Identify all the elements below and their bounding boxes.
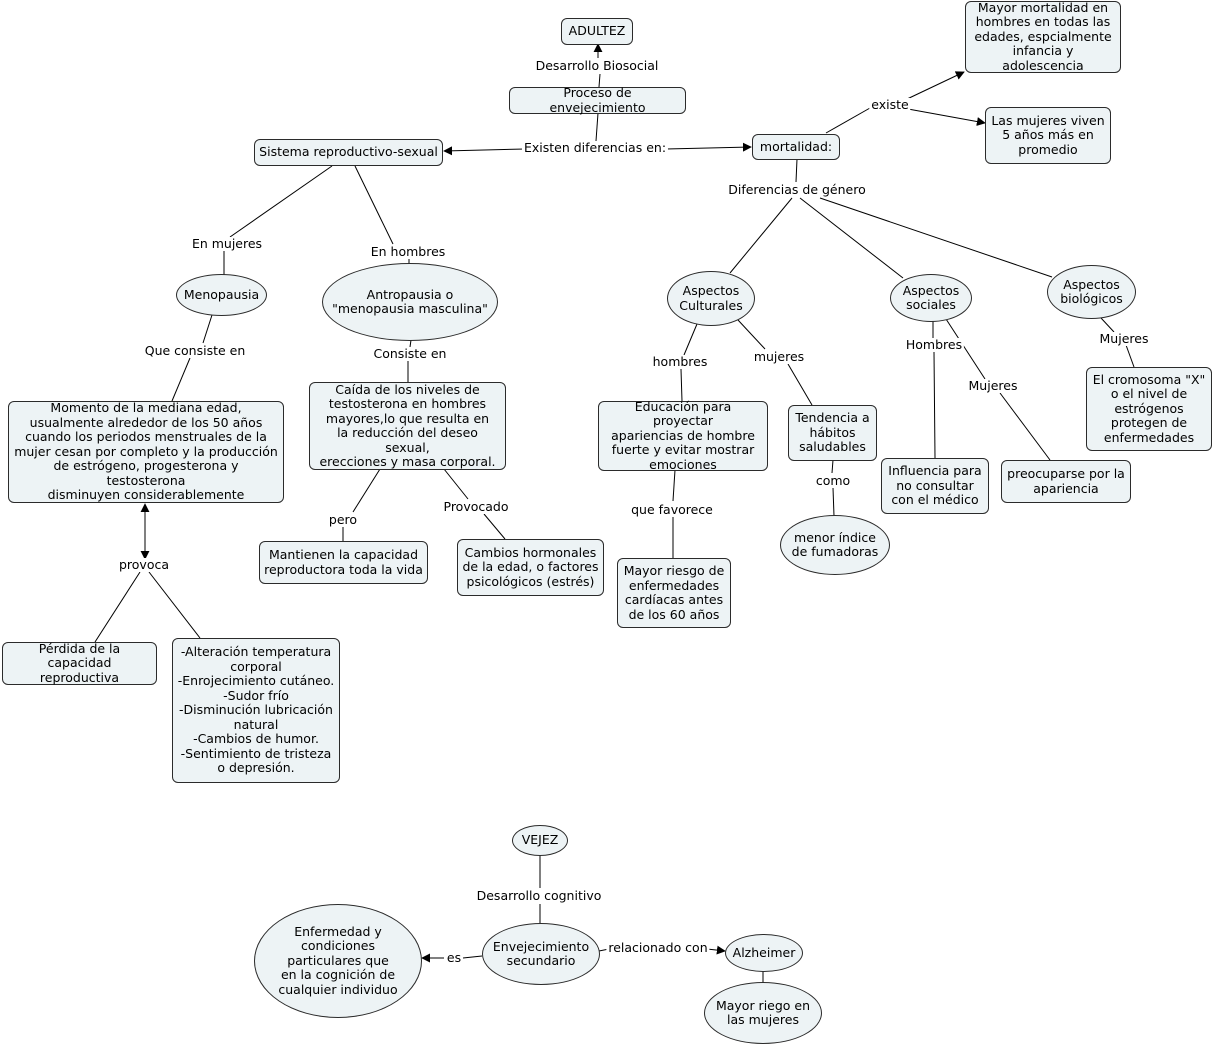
- node-label: Aspectos biológicos: [1060, 276, 1123, 306]
- node-envejecimiento-secundario[interactable]: Envejecimiento secundario: [482, 923, 600, 985]
- node-label: Menopausia: [183, 286, 260, 302]
- node-mayor-mortalidad[interactable]: Mayor mortalidad en hombres en todas las…: [965, 0, 1121, 73]
- node-label: El cromosoma "X" o el nivel de estrógeno…: [1092, 371, 1206, 445]
- node-proceso-envejecimiento[interactable]: Proceso de envejecimiento: [509, 85, 686, 115]
- node-influencia-medico[interactable]: Influencia para no consultar con el médi…: [881, 458, 989, 514]
- node-perdida-capacidad[interactable]: Pérdida de la capacidad reproductiva: [2, 640, 157, 685]
- node-aspectos-biologicos[interactable]: Aspectos biológicos: [1047, 265, 1136, 319]
- link-diferencias-genero: Diferencias de género: [726, 182, 868, 197]
- node-label: Proceso de envejecimiento: [549, 85, 646, 115]
- node-tendencia-habitos[interactable]: Tendencia a hábitos saludables: [788, 405, 877, 461]
- link-en-mujeres: En mujeres: [189, 236, 265, 251]
- node-vejez[interactable]: VEJEZ: [512, 825, 568, 856]
- node-menopausia[interactable]: Menopausia: [176, 274, 267, 316]
- node-label: Mayor riesgo de enfermedades cardíacas a…: [623, 563, 725, 622]
- node-aspectos-culturales[interactable]: Aspectos Culturales: [667, 271, 755, 326]
- node-momento-mediana-edad[interactable]: Momento de la mediana edad, usualmente a…: [8, 401, 284, 503]
- link-mujeres-sociales: Mujeres: [966, 378, 1020, 393]
- node-label: Mayor mortalidad en hombres en todas las…: [974, 0, 1112, 73]
- node-label: Pérdida de la capacidad reproductiva: [38, 640, 121, 685]
- node-cambios-hormonales[interactable]: Cambios hormonales de la edad, o factore…: [457, 539, 604, 596]
- node-label: ADULTEZ: [568, 23, 626, 39]
- node-label: Influencia para no consultar con el médi…: [888, 463, 982, 508]
- node-riesgo-cardiaco[interactable]: Mayor riesgo de enfermedades cardíacas a…: [617, 558, 731, 628]
- node-label: Mantienen la capacidad reproductora toda…: [264, 547, 423, 577]
- link-en-hombres: En hombres: [368, 244, 448, 259]
- node-label: mortalidad:: [759, 138, 833, 154]
- node-mantienen-capacidad[interactable]: Mantienen la capacidad reproductora toda…: [259, 541, 428, 584]
- node-label: -Alteración temperatura corporal -Enroje…: [177, 644, 335, 776]
- link-mujeres-culturales: mujeres: [751, 349, 807, 364]
- link-es: es: [444, 950, 464, 965]
- node-adultez[interactable]: ADULTEZ: [561, 18, 633, 45]
- link-desarrollo-cognitivo: Desarrollo cognitivo: [474, 888, 604, 903]
- link-como: como: [813, 473, 853, 488]
- node-antropausia[interactable]: Antropausia o "menopausia masculina": [322, 263, 498, 341]
- link-hombres-sociales: Hombres: [903, 337, 965, 352]
- node-label: Sistema reproductivo-sexual: [259, 144, 438, 160]
- node-alzheimer[interactable]: Alzheimer: [725, 934, 803, 972]
- node-label: Tendencia a hábitos saludables: [795, 410, 870, 455]
- link-pero: pero: [326, 512, 360, 527]
- link-provocado: Provocado: [441, 499, 511, 514]
- node-menor-fumadoras[interactable]: menor índice de fumadoras: [780, 515, 890, 575]
- node-label: Aspectos sociales: [902, 282, 960, 312]
- node-enfermedad-condiciones[interactable]: Enfermedad y condiciones particulares qu…: [254, 904, 422, 1018]
- node-mayor-riego-mujeres[interactable]: Mayor riego en las mujeres: [704, 982, 822, 1044]
- node-sistema-reproductivo[interactable]: Sistema reproductivo-sexual: [254, 139, 443, 166]
- link-desarrollo-biosocial: Desarrollo Biosocial: [533, 58, 661, 73]
- node-label: menor índice de fumadoras: [791, 529, 879, 559]
- node-sintomas[interactable]: -Alteración temperatura corporal -Enroje…: [172, 638, 340, 783]
- link-que-consiste: Que consiste en: [142, 343, 248, 358]
- node-label: Aspectos Culturales: [679, 283, 743, 313]
- node-label: Cambios hormonales de la edad, o factore…: [462, 544, 599, 589]
- link-existen-diferencias: Existen diferencias en:: [521, 140, 669, 155]
- node-label: Alzheimer: [732, 944, 796, 960]
- link-provoca: provoca: [116, 557, 172, 572]
- link-mujeres-biologicos: Mujeres: [1097, 331, 1151, 346]
- node-label: Las mujeres viven 5 años más en promedio: [991, 112, 1105, 157]
- node-label: Envejecimiento secundario: [492, 938, 590, 968]
- link-hombres-culturales: hombres: [650, 354, 710, 369]
- link-consiste-en: Consiste en: [371, 346, 449, 361]
- node-label: Educación para proyectar apariencias de …: [611, 398, 755, 472]
- node-label: preocuparse por la apariencia: [1007, 466, 1125, 496]
- link-relacionado-con: relacionado con: [606, 940, 710, 955]
- node-mujeres-viven[interactable]: Las mujeres viven 5 años más en promedio: [985, 107, 1111, 164]
- node-label: Caída de los niveles de testosterona en …: [319, 381, 496, 469]
- node-label: Antropausia o "menopausia masculina": [332, 286, 488, 316]
- node-educacion[interactable]: Educación para proyectar apariencias de …: [598, 398, 768, 472]
- node-label: Enfermedad y condiciones particulares qu…: [278, 923, 398, 997]
- node-cromosoma-x[interactable]: El cromosoma "X" o el nivel de estrógeno…: [1086, 367, 1212, 451]
- link-que-favorece: que favorece: [629, 502, 715, 517]
- node-label: Mayor riego en las mujeres: [715, 997, 811, 1027]
- node-caida-testosterona[interactable]: Caída de los niveles de testosterona en …: [309, 382, 506, 470]
- node-label: VEJEZ: [521, 832, 559, 848]
- node-aspectos-sociales[interactable]: Aspectos sociales: [890, 274, 972, 322]
- node-mortalidad[interactable]: mortalidad:: [752, 134, 840, 160]
- node-label: Momento de la mediana edad, usualmente a…: [14, 400, 278, 503]
- link-existe: existe: [869, 97, 911, 112]
- node-preocuparse-apariencia[interactable]: preocuparse por la apariencia: [1001, 460, 1131, 503]
